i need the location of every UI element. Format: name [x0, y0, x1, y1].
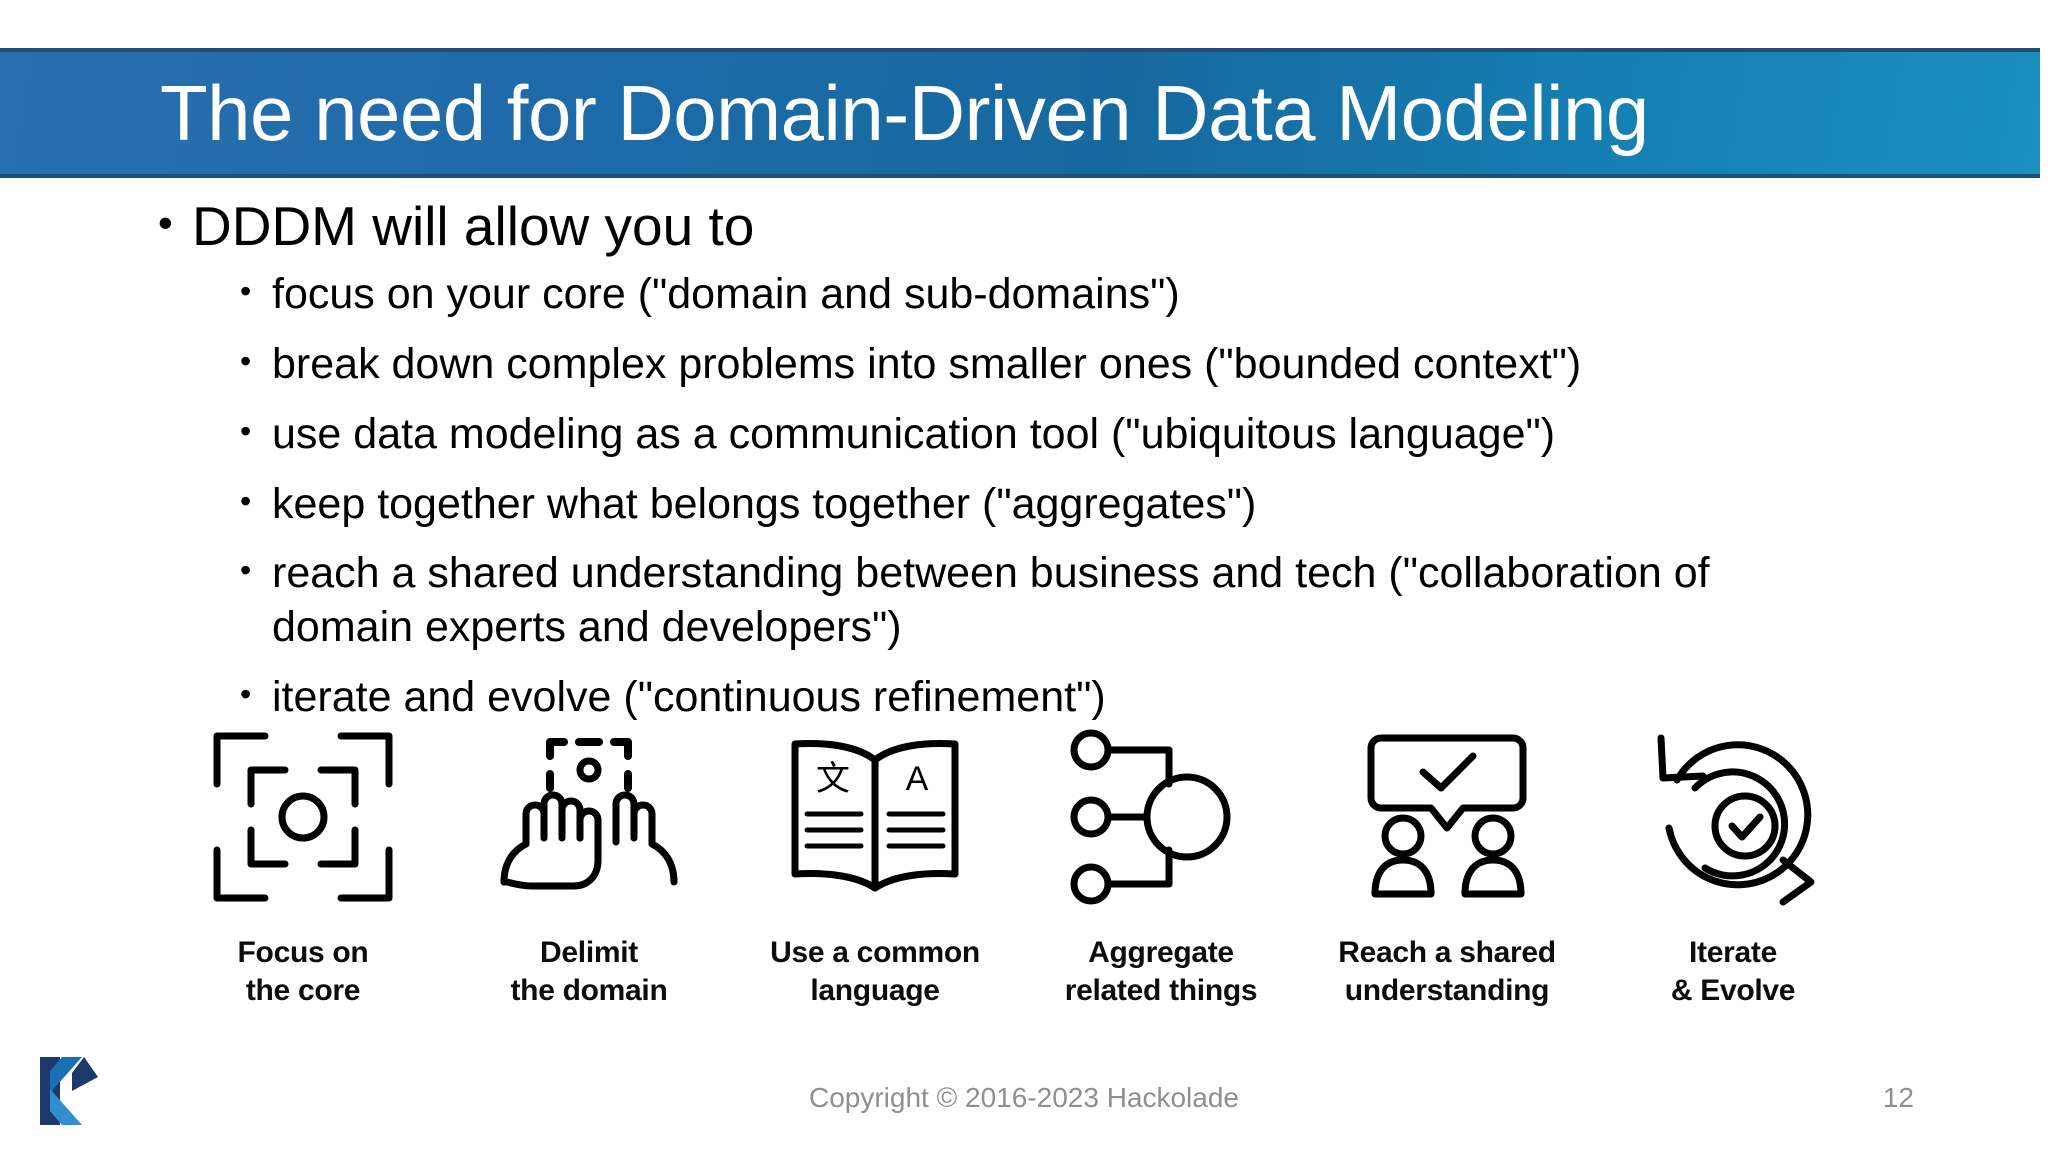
bullet-glyph: • [240, 482, 252, 519]
footer-copyright: Copyright © 2016-2023 Hackolade [808, 1082, 1239, 1113]
sub-bullet-label: focus on your core ("domain and sub-doma… [272, 270, 1180, 319]
focus-target-icon [203, 722, 403, 912]
sub-bullet-label: break down complex problems into smaller… [272, 340, 1582, 388]
list-item: • use data modeling as a communication t… [240, 408, 2048, 462]
svg-text:A: A [906, 760, 929, 798]
icon-caption-focus: Focus on the core [238, 934, 369, 1011]
bullet-glyph: • [158, 199, 173, 246]
icon-caption-line1: Use a common [770, 936, 980, 969]
icon-caption-aggregate: Aggregate related things [1065, 934, 1258, 1011]
bullet-glyph: • [240, 412, 252, 449]
sub-bullet-label: keep together what belongs together ("ag… [272, 479, 1257, 528]
icon-caption-line1: Iterate [1689, 936, 1777, 969]
icon-caption-delimit: Delimit the domain [510, 934, 667, 1011]
icon-caption-line2: the core [245, 974, 361, 1008]
icon-cell-shared: Reach a shared understanding [1304, 722, 1590, 1011]
icon-caption-line2: & Evolve [1670, 974, 1796, 1008]
icon-caption-line2: language [810, 974, 940, 1008]
icon-caption-language: Use a common language [770, 934, 980, 1011]
icon-caption-line2: the domain [510, 974, 668, 1008]
list-item: • break down complex problems into small… [240, 338, 2048, 392]
bullet-glyph: • [240, 552, 252, 589]
icon-cell-iterate: Iterate & Evolve [1590, 722, 1876, 1011]
sub-bullet-list: • focus on your core ("domain and sub-do… [0, 268, 2048, 724]
people-agreement-icon [1347, 722, 1547, 912]
sub-bullet-label: reach a shared understanding between bus… [272, 549, 1710, 651]
aggregate-nodes-icon [1061, 722, 1261, 912]
icon-caption-line1: Focus on [237, 936, 369, 969]
svg-text:文: 文 [816, 760, 850, 798]
icon-caption-line1: Reach a shared [1338, 936, 1556, 969]
sub-bullet-label: use data modeling as a communication too… [272, 409, 1556, 458]
list-item: • keep together what belongs together ("… [240, 478, 2048, 532]
icon-cell-aggregate: Aggregate related things [1018, 722, 1304, 1011]
icon-caption-shared: Reach a shared understanding [1338, 934, 1556, 1011]
bullet-glyph: • [240, 343, 252, 379]
icon-row: Focus on the core [160, 722, 1880, 1011]
icon-cell-language: 文 A Use a common language [732, 722, 1018, 1011]
list-item: • reach a shared understanding between b… [240, 547, 2048, 655]
slide-title-bar: The need for Domain-Driven Data Modeling [0, 48, 2040, 178]
slide-body: • DDDM will allow you to • focus on your… [0, 195, 2048, 741]
icon-cell-focus: Focus on the core [160, 722, 446, 1011]
page-number: 12 [1882, 1082, 1914, 1113]
list-item: • focus on your core ("domain and sub-do… [240, 268, 2048, 322]
bullet-glyph: • [240, 675, 252, 712]
hands-frame-icon [484, 722, 694, 912]
icon-caption-line2: understanding [1344, 974, 1550, 1008]
bullet-glyph: • [240, 273, 252, 310]
open-book-icon: 文 A [775, 722, 975, 912]
iterate-cycle-icon [1633, 722, 1833, 912]
icon-cell-delimit: Delimit the domain [446, 722, 732, 1011]
page-title: The need for Domain-Driven Data Modeling [160, 69, 1649, 157]
hackolade-logo [38, 1055, 100, 1127]
icon-caption-line1: Delimit [540, 936, 638, 969]
lead-bullet: • DDDM will allow you to [158, 195, 2048, 258]
icon-caption-line1: Aggregate [1088, 936, 1234, 969]
icon-caption-line2: related things [1064, 974, 1258, 1008]
lead-bullet-label: DDDM will allow you to [192, 195, 755, 257]
sub-bullet-label: iterate and evolve ("continuous refineme… [272, 672, 1106, 721]
icon-caption-iterate: Iterate & Evolve [1670, 934, 1796, 1011]
list-item: • iterate and evolve ("continuous refine… [240, 671, 2048, 725]
